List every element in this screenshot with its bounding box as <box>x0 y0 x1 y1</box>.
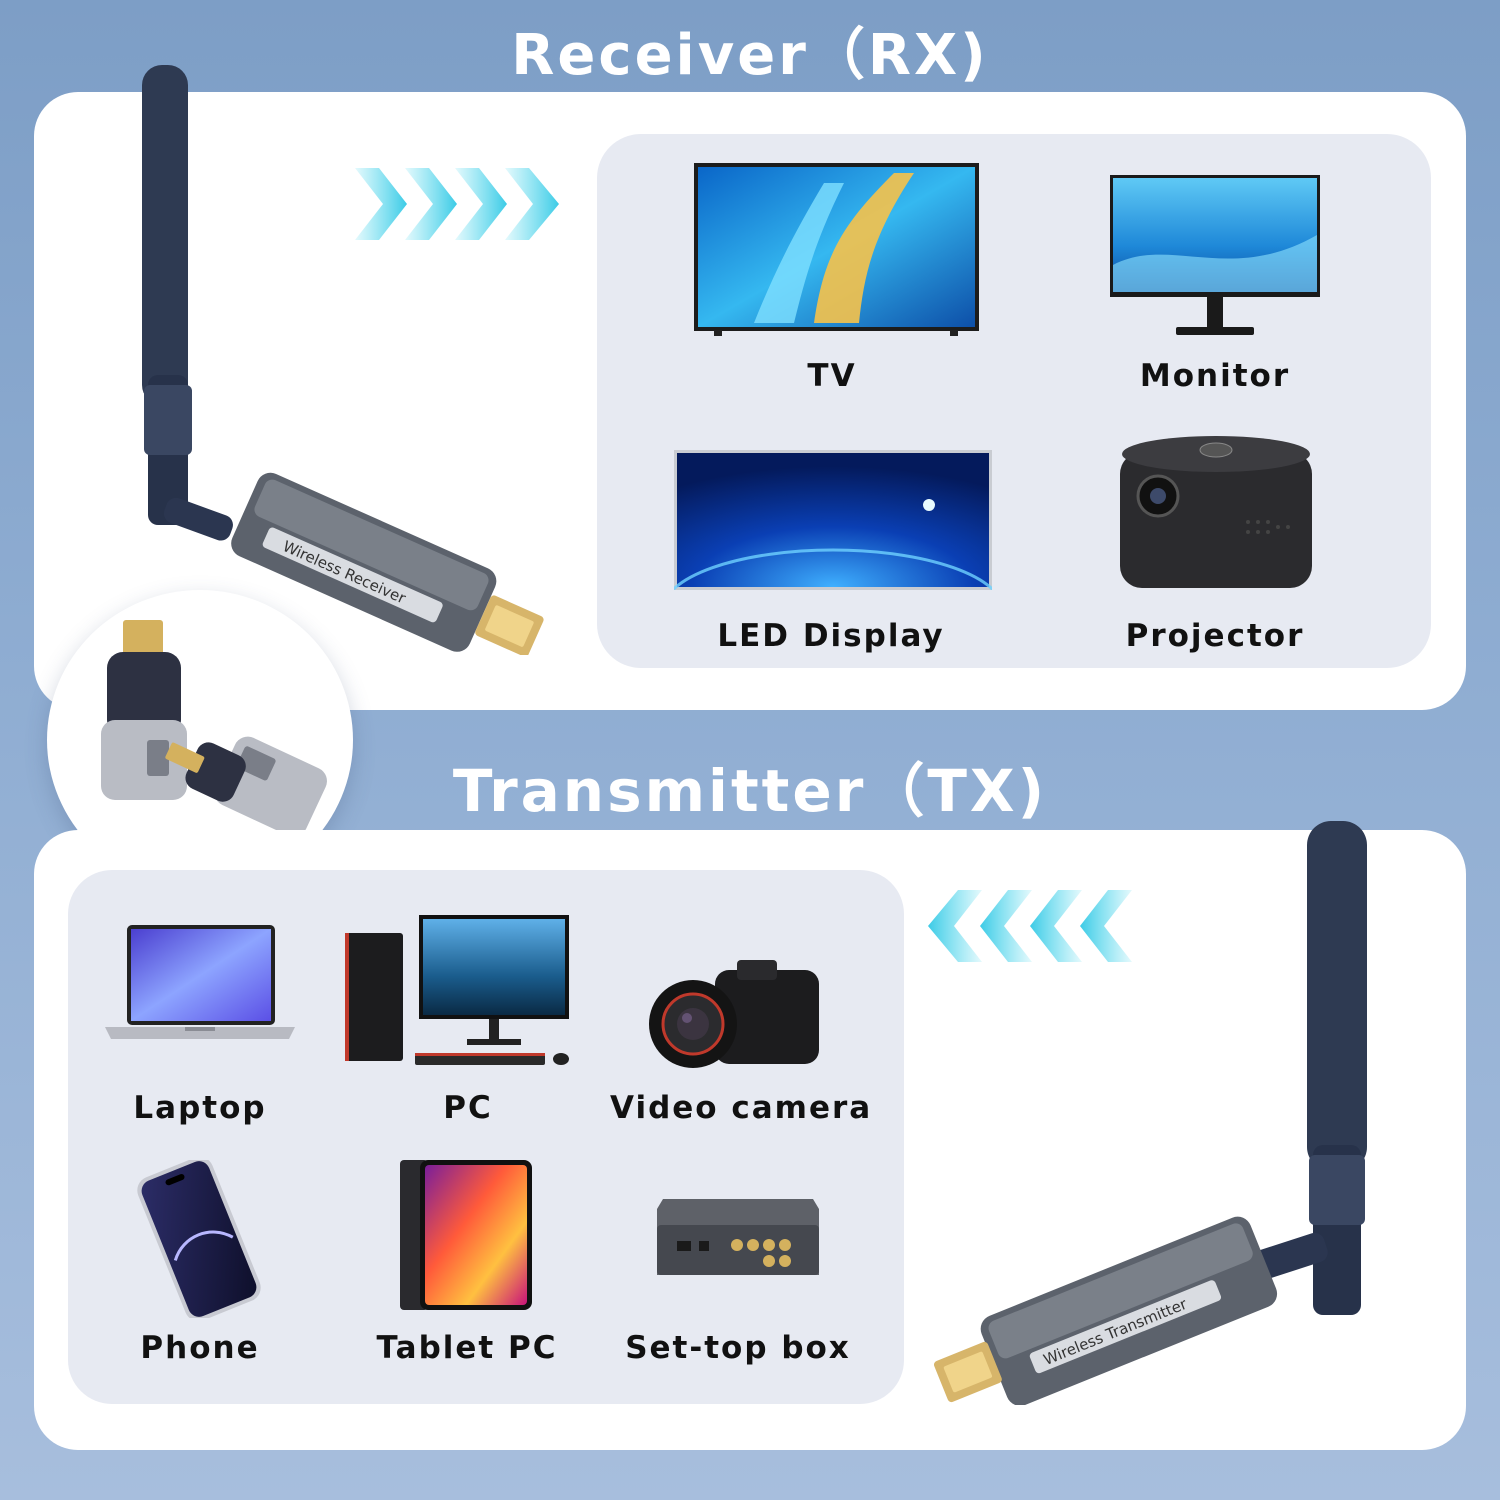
phone-icon <box>135 1160 263 1318</box>
output-label-monitor: Monitor <box>1139 358 1291 394</box>
set-top-box-icon <box>655 1195 821 1281</box>
source-label-video-camera: Video camera <box>610 1090 873 1126</box>
source-label-laptop: Laptop <box>133 1090 267 1126</box>
right-arrows-icon <box>355 168 565 240</box>
tv-icon <box>694 163 979 338</box>
wireless-transmitter-device: Wireless Transmitter <box>925 815 1385 1405</box>
pc-icon <box>343 915 573 1070</box>
mini-hdmi-adapter-icon <box>101 620 187 800</box>
source-label-pc: PC <box>443 1090 493 1126</box>
left-arrows-icon <box>926 890 1136 962</box>
source-label-set-top-box: Set-top box <box>625 1330 851 1366</box>
output-label-tv: TV <box>807 358 857 394</box>
output-label-led-display: LED Display <box>717 618 945 654</box>
source-label-tablet-pc: Tablet PC <box>376 1330 558 1366</box>
source-label-phone: Phone <box>140 1330 260 1366</box>
transmitter-title: Transmitter（TX) <box>452 757 1048 825</box>
led-display-icon <box>674 450 992 590</box>
tablet-icon <box>398 1158 534 1312</box>
wireless-receiver-device: Wireless Receiver <box>130 55 550 655</box>
laptop-icon <box>103 925 297 1061</box>
projector-icon <box>1118 432 1314 592</box>
video-camera-icon <box>645 960 825 1072</box>
micro-hdmi-adapter-icon <box>165 736 327 837</box>
output-label-projector: Projector <box>1125 618 1305 654</box>
monitor-icon <box>1110 175 1320 340</box>
receiver-title: Receiver（RX) <box>511 23 989 88</box>
